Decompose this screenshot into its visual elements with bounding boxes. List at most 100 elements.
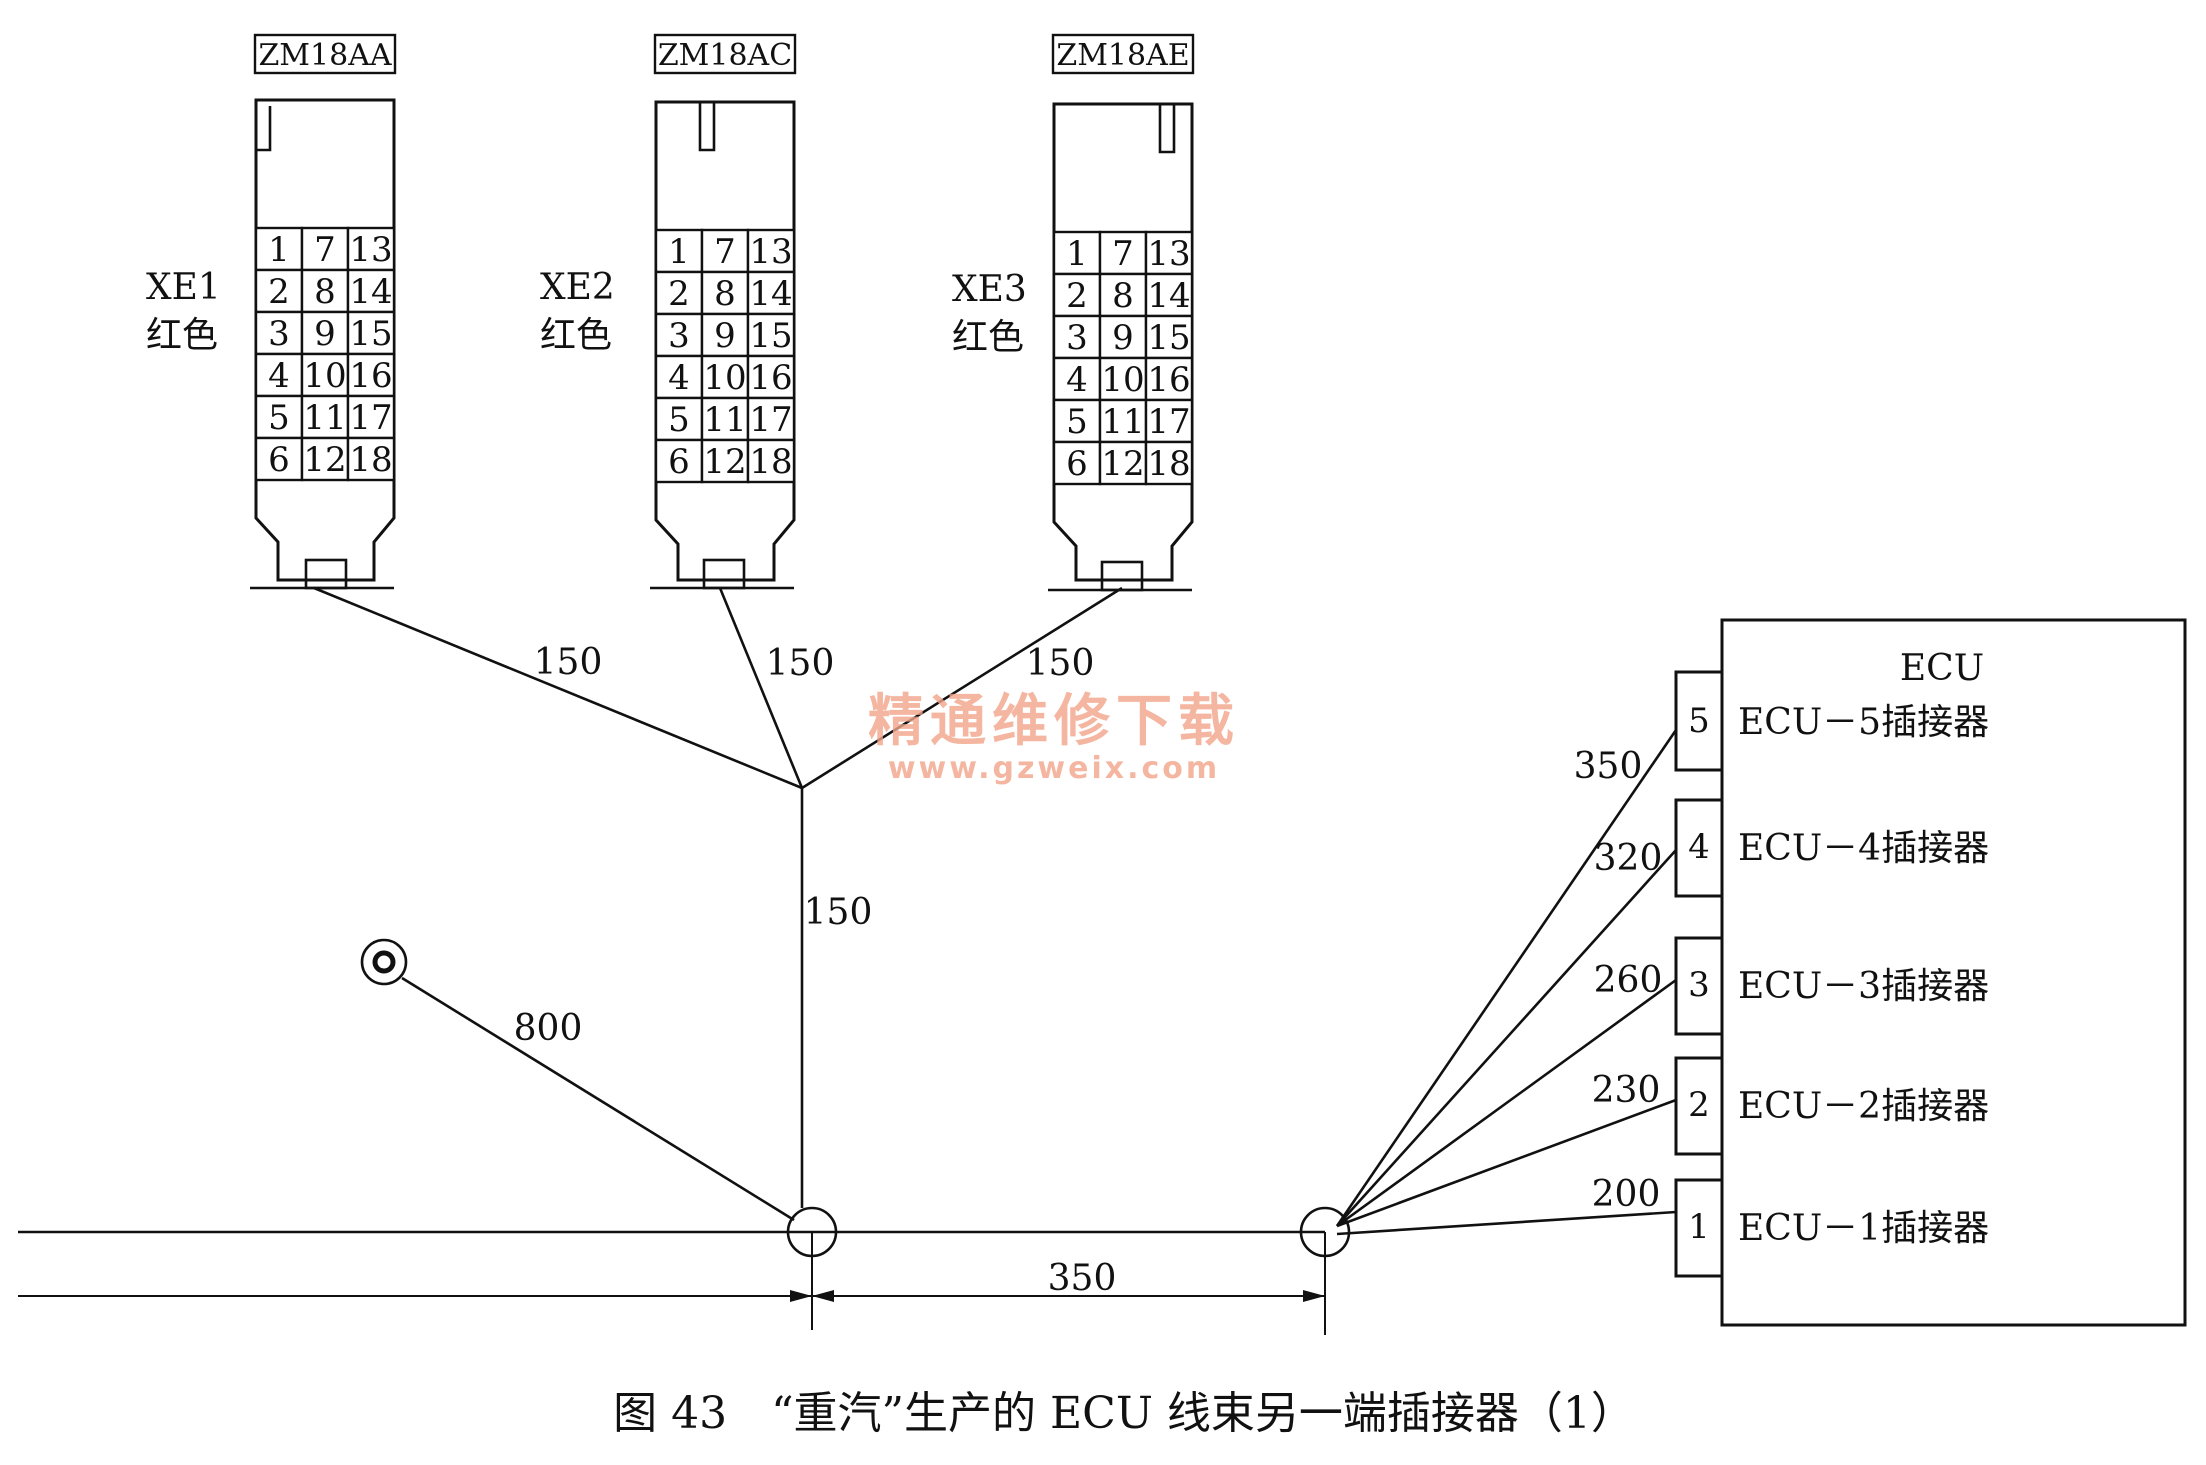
branch-wire-xe3	[801, 586, 1123, 790]
connector-name: XE1	[146, 267, 221, 308]
ecu-port-2: 2 ECU－2插接器 230	[1336, 1056, 1989, 1228]
pin-number: 1	[268, 230, 290, 270]
pin-number: 8	[314, 272, 336, 312]
watermark-url: www.gzweix.com	[888, 751, 1220, 786]
pin-number: 9	[314, 314, 336, 354]
pin-cell	[1098, 272, 1148, 318]
ecu-port-4: 4 ECU－4插接器 320	[1336, 798, 1989, 1227]
pin-number: 13	[349, 230, 392, 270]
pin-cell	[346, 268, 396, 314]
pin-number: 3	[268, 314, 290, 354]
pin-cell	[300, 310, 350, 356]
pin-number: 15	[749, 316, 792, 356]
pin-number: 17	[349, 398, 392, 438]
ecu-port-wire	[1336, 1098, 1677, 1228]
pin-cell	[346, 226, 396, 272]
ecu-port-tab	[1674, 670, 1724, 772]
pin-number: 11	[303, 398, 346, 438]
branch-length-xe3: 150	[1026, 643, 1095, 684]
connector-code: ZM18AE	[1056, 38, 1189, 73]
ecu-port-length: 200	[1592, 1174, 1661, 1215]
pin-cell	[1144, 230, 1194, 276]
pin-number: 12	[1101, 444, 1144, 484]
pin-number: 5	[668, 400, 690, 440]
branch-length-xe1: 150	[534, 642, 603, 683]
pin-cell	[746, 438, 796, 484]
pin-number: 1	[668, 232, 690, 272]
dimension-arrow-span-end	[1303, 1290, 1325, 1302]
ecu-port-length: 230	[1592, 1070, 1661, 1111]
pin-cell	[1098, 356, 1148, 402]
pin-number: 14	[349, 272, 392, 312]
ground-wire	[401, 976, 795, 1222]
ecu-box	[1720, 618, 2187, 1327]
pin-cell	[700, 438, 750, 484]
pin-number: 13	[749, 232, 792, 272]
pin-number: 18	[1147, 444, 1190, 484]
pin-cell	[1052, 440, 1102, 486]
connector-color: 红色	[952, 317, 1024, 358]
pin-number: 11	[1101, 402, 1144, 442]
connector-color: 红色	[540, 315, 612, 356]
pin-number: 10	[303, 356, 346, 396]
connector-name: XE3	[952, 269, 1027, 310]
ecu-port-wire	[1335, 729, 1678, 1227]
pin-cell	[300, 226, 350, 272]
ecu-port-number: 4	[1688, 827, 1710, 867]
pin-number: 12	[303, 440, 346, 480]
connector-latch	[698, 102, 716, 152]
pin-number: 18	[349, 440, 392, 480]
branch-wire-xe2	[718, 587, 804, 789]
ecu-port-number: 2	[1688, 1085, 1710, 1125]
ecu-port-wire	[1336, 849, 1677, 1227]
pin-number: 10	[1101, 360, 1144, 400]
pin-number: 5	[268, 398, 290, 438]
ecu-port-label: ECU－4插接器	[1738, 828, 1989, 869]
ecu-port-3: 3 ECU－3插接器 260	[1336, 936, 1989, 1228]
pin-cell	[1144, 440, 1194, 486]
pin-number: 3	[668, 316, 690, 356]
connector-code-box	[1051, 33, 1195, 75]
pin-cell	[346, 352, 396, 398]
ground-terminal-icon	[360, 938, 408, 986]
pin-number: 6	[268, 440, 290, 480]
ecu-port-5: 5 ECU－5插接器 350	[1335, 670, 1989, 1227]
pin-number: 9	[1112, 318, 1134, 358]
pin-cell	[346, 436, 396, 482]
pin-number: 4	[1066, 360, 1088, 400]
branch-wire-xe1	[313, 586, 803, 790]
pin-number: 10	[703, 358, 746, 398]
ecu-port-label: ECU－1插接器	[1738, 1208, 1989, 1249]
pin-number: 2	[268, 272, 290, 312]
pin-cell	[700, 270, 750, 316]
ecu-port-label: ECU－2插接器	[1738, 1086, 1989, 1127]
pin-cell	[254, 310, 304, 356]
pin-cell	[746, 396, 796, 442]
pin-number: 9	[714, 316, 736, 356]
ecu-port-number: 1	[1688, 1207, 1710, 1247]
span-length-label: 350	[1048, 1258, 1117, 1299]
connector-code: ZM18AA	[258, 38, 391, 73]
dimension-arrow-left-end	[790, 1290, 812, 1302]
ecu-port-wire	[1336, 1210, 1677, 1236]
ecu-port-tab	[1674, 798, 1724, 898]
pin-number: 16	[1147, 360, 1190, 400]
ecu-port-tab	[1674, 1056, 1724, 1156]
pin-cell	[1098, 398, 1148, 444]
pin-cell	[700, 228, 750, 274]
pin-number: 4	[268, 356, 290, 396]
pin-cell	[300, 436, 350, 482]
ecu-title: ECU	[1900, 648, 1984, 689]
pin-number: 16	[349, 356, 392, 396]
pin-number: 15	[349, 314, 392, 354]
connector-name: XE2	[540, 267, 615, 308]
ecu-port-tab	[1674, 1178, 1724, 1278]
pin-number: 15	[1147, 318, 1190, 358]
ecu-port-length: 260	[1594, 960, 1663, 1001]
pin-number: 2	[668, 274, 690, 314]
connector-code-box	[653, 33, 797, 75]
